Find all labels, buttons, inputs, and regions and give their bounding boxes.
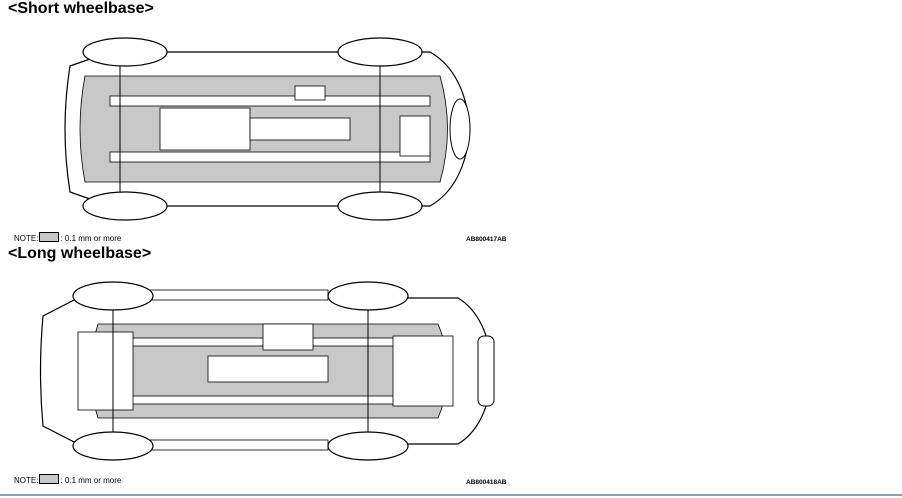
figure-code-short: AB800417AB bbox=[466, 236, 507, 243]
section-heading-long: <Long wheelbase> bbox=[8, 245, 152, 262]
bottom-divider bbox=[0, 494, 902, 496]
shaded-swatch bbox=[39, 474, 60, 484]
underbody-diagram-short bbox=[64, 37, 471, 221]
note-prefix: NOTE: bbox=[14, 476, 39, 485]
figure-code-long: AB800418AB bbox=[466, 479, 507, 486]
note-prefix: NOTE: bbox=[14, 234, 39, 243]
note-short: NOTE: : 0.1 mm or more bbox=[14, 232, 121, 243]
section-heading-short: <Short wheelbase> bbox=[8, 0, 154, 17]
note-long: NOTE: : 0.1 mm or more bbox=[14, 474, 121, 485]
underbody-diagram-long bbox=[39, 281, 495, 461]
shaded-swatch bbox=[39, 232, 60, 242]
note-text: : 0.1 mm or more bbox=[60, 476, 122, 485]
note-text: : 0.1 mm or more bbox=[60, 234, 122, 243]
